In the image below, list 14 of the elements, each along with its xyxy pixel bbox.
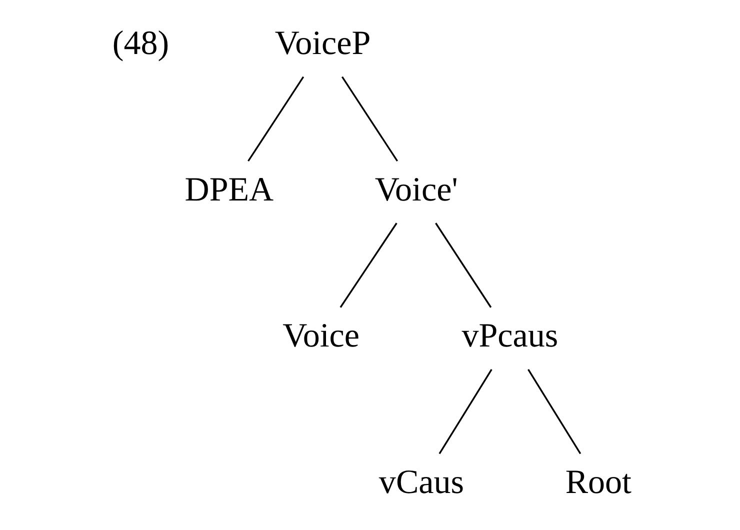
node-text: vCaus — [378, 464, 464, 501]
node-text: vPcaus — [462, 318, 558, 355]
connector — [248, 76, 304, 162]
node-text: DPEA — [184, 171, 274, 208]
node-text: Voice — [282, 318, 360, 355]
node-text: Voice' — [374, 171, 458, 208]
connector — [528, 369, 582, 454]
node-text: Root — [565, 464, 632, 501]
node-text: VoiceP — [274, 25, 371, 62]
connector — [435, 222, 492, 308]
connector — [438, 369, 492, 454]
connector — [341, 76, 398, 162]
connector — [340, 222, 398, 308]
label: (48) — [112, 25, 170, 62]
